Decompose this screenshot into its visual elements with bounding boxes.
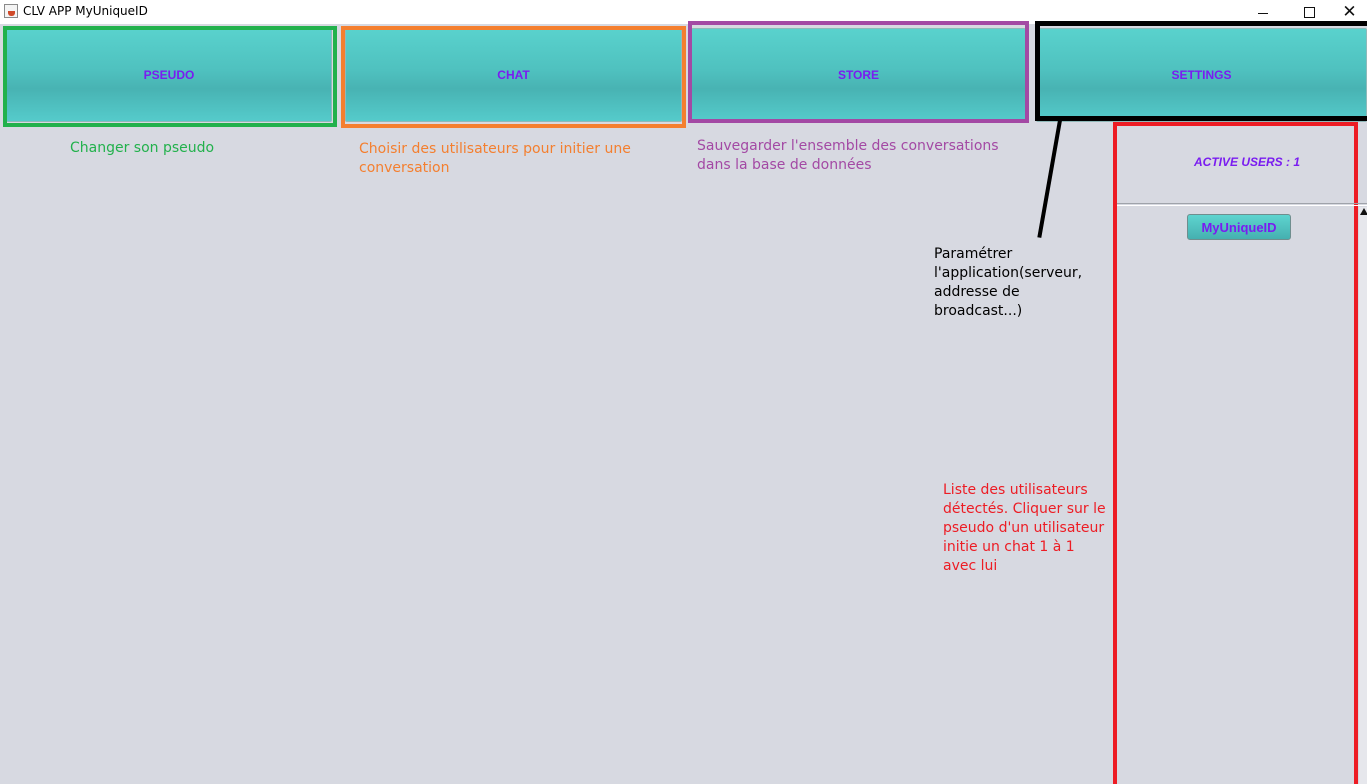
window-title: CLV APP MyUniqueID	[23, 4, 148, 18]
settings-annotation-pointer	[1037, 120, 1062, 238]
store-annotation-note: Sauvegarder l'ensemble des conversations…	[697, 138, 999, 173]
minimize-button[interactable]	[1240, 0, 1286, 24]
users-list-annotation-note: Liste des utilisateurs détectés. Cliquer…	[943, 482, 1106, 574]
maximize-icon	[1303, 6, 1315, 18]
close-button[interactable]: ✕	[1342, 2, 1357, 22]
chat-annotation-note: Choisir des utilisateurs pour initier un…	[359, 141, 631, 176]
minimize-icon	[1258, 12, 1268, 14]
scroll-up-arrow-icon[interactable]	[1360, 208, 1367, 215]
user-button-myuniqueid[interactable]: MyUniqueID	[1187, 214, 1291, 240]
pseudo-button[interactable]: PSEUDO	[6, 28, 332, 122]
title-bar: CLV APP MyUniqueID ✕	[0, 0, 1367, 24]
maximize-button[interactable]	[1286, 0, 1332, 24]
settings-button[interactable]: SETTINGS	[1036, 28, 1367, 122]
pseudo-annotation-note: Changer son pseudo	[70, 140, 215, 156]
active-users-label: ACTIVE USERS : 1	[1193, 155, 1301, 169]
chat-button[interactable]: CHAT	[345, 28, 682, 122]
users-panel-separator	[1117, 203, 1367, 206]
settings-annotation-note: Paramétrer l'application(serveur, addres…	[934, 246, 1083, 319]
users-list-scrollbar[interactable]	[1359, 207, 1367, 784]
java-app-icon	[4, 4, 18, 18]
store-button[interactable]: STORE	[691, 28, 1026, 122]
